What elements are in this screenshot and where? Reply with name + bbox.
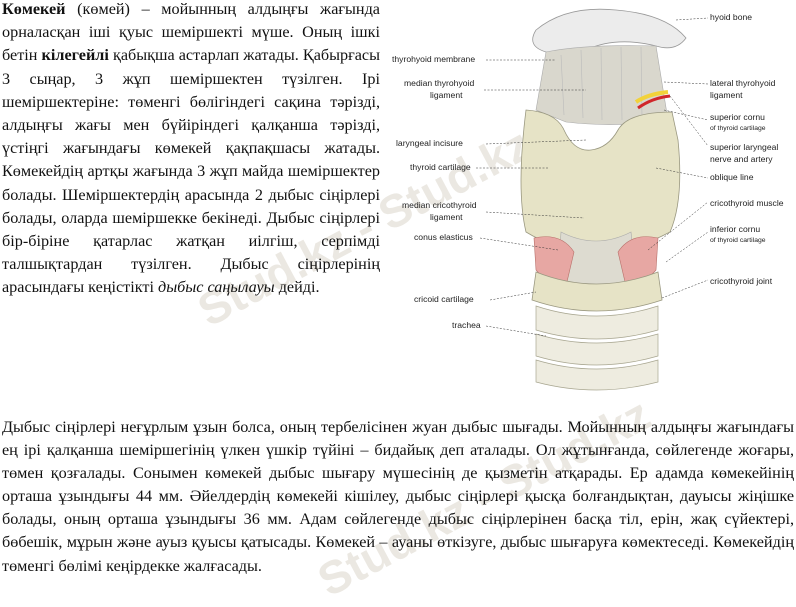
label-superior-laryngeal-1: superior laryngeal	[710, 142, 778, 152]
label-lateral-thyrohyoid-1: lateral thyrohyoid	[710, 78, 776, 88]
term-kilegeili: кілегейлі	[41, 46, 109, 65]
term-komekei: Көмекей	[2, 0, 66, 18]
label-inferior-cornu-2: of thyroid cartilage	[710, 237, 766, 244]
intro-paragraph: Көмекей (көмей) – мойынның алдыңғы жағын…	[2, 0, 380, 300]
trachea-rings	[535, 305, 659, 391]
superior-laryngeal-nerve	[634, 90, 669, 104]
label-cricothyroid-joint: cricothyroid joint	[710, 276, 773, 286]
label-median-thyrohyoid-1: median thyrohyoid	[404, 78, 474, 88]
label-oblique-line: oblique line	[710, 172, 754, 182]
intro-text-2: қабықша астарлап жатады. Қабырғасы 3 сың…	[2, 46, 380, 297]
intro-text-3: дейді.	[274, 278, 320, 297]
label-lateral-thyrohyoid-2: ligament	[710, 90, 743, 100]
larynx-diagram: hyoid bone thyrohyoid membrane median th…	[392, 8, 784, 391]
intro-text-1: (көмей) – мойынның алдыңғы жағында орнал…	[2, 0, 380, 65]
label-inferior-cornu-1: inferior cornu	[710, 224, 760, 234]
term-dybys-sanylauy: дыбыс саңылауы	[158, 278, 275, 297]
label-median-thyrohyoid-2: ligament	[430, 90, 463, 100]
body-paragraph: Дыбыс сіңірлері неғұрлым ұзын болса, оны…	[2, 418, 794, 575]
cricoid-cartilage-shape	[531, 271, 663, 312]
label-conus-elasticus: conus elasticus	[414, 232, 473, 242]
label-thyrohyoid-membrane: thyrohyoid membrane	[392, 54, 475, 64]
label-median-cricothyroid-2: ligament	[430, 212, 463, 222]
thyroid-cartilage-shape	[520, 109, 681, 259]
label-trachea: trachea	[452, 320, 481, 330]
label-superior-laryngeal-2: nerve and artery	[710, 154, 773, 164]
superior-laryngeal-artery	[637, 94, 671, 110]
label-thyroid-cartilage: thyroid cartilage	[410, 162, 471, 172]
label-superior-cornu-2: of thyroid cartilage	[710, 125, 766, 132]
label-cricoid-cartilage: cricoid cartilage	[414, 294, 474, 304]
label-laryngeal-incisure: laryngeal incisure	[396, 138, 463, 148]
label-cricothyroid-muscle: cricothyroid muscle	[710, 198, 784, 208]
label-median-cricothyroid-1: median cricothyroid	[402, 200, 477, 210]
label-superior-cornu-1: superior cornu	[710, 112, 765, 122]
label-hyoid-bone: hyoid bone	[710, 12, 752, 22]
